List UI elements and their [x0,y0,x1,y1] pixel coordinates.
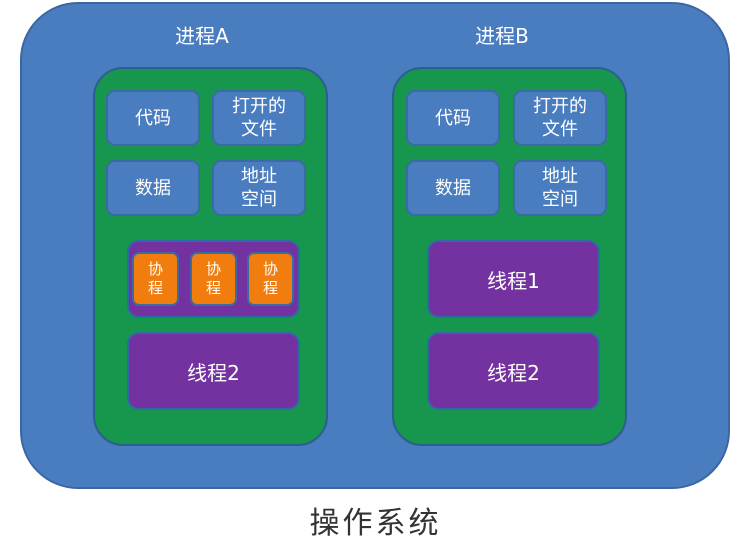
process-b-title: 进程B [475,24,529,48]
process-b-thread2: 线程2 [427,332,600,410]
process-a-data: 数据 [106,160,200,216]
process-b-open-files: 打开的 文件 [513,90,607,146]
coroutine-2: 协 程 [190,252,237,306]
process-a-title: 进程A [175,24,229,48]
process-b-address-space: 地址 空间 [513,160,607,216]
process-b-code: 代码 [406,90,500,146]
process-a-open-files: 打开的 文件 [212,90,306,146]
process-a-address-space: 地址 空间 [212,160,306,216]
process-b-thread1: 线程1 [427,240,600,318]
coroutine-1: 协 程 [132,252,179,306]
process-b-data: 数据 [406,160,500,216]
process-a-code: 代码 [106,90,200,146]
coroutine-3: 协 程 [247,252,294,306]
process-a-thread2: 线程2 [127,332,300,410]
operating-system-label: 操作系统 [309,506,442,541]
